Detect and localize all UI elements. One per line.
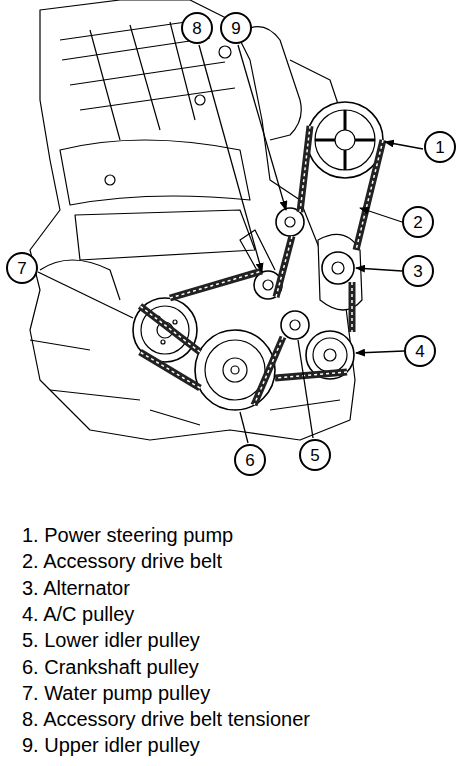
callout-circle: 7 <box>6 252 38 284</box>
part-legend-item: 2. Accessory drive belt <box>22 550 222 573</box>
callout-circle: 4 <box>404 335 436 367</box>
callout-number: 2 <box>413 214 422 231</box>
callout-circle: 2 <box>402 206 434 238</box>
part-legend-item: 8. Accessory drive belt tensioner <box>22 708 310 731</box>
part-legend-item: 7. Water pump pulley <box>22 682 210 705</box>
part-legend-item: 1. Power steering pump <box>22 524 233 547</box>
callout-number: 8 <box>192 20 201 37</box>
callout-number: 6 <box>245 452 254 469</box>
part-legend-item: 5. Lower idler pulley <box>22 629 200 652</box>
callout-number: 3 <box>413 263 422 280</box>
callout-number: 5 <box>310 447 319 464</box>
callout-circle: 6 <box>234 444 266 476</box>
callout-circle: 9 <box>220 12 252 44</box>
part-legend-item: 4. A/C pulley <box>22 603 134 626</box>
callout-circle: 3 <box>402 255 434 287</box>
part-legend-item: 6. Crankshaft pulley <box>22 656 199 679</box>
callout-number: 7 <box>17 260 26 277</box>
callout-number: 1 <box>435 139 444 156</box>
callout-circle: 8 <box>181 12 213 44</box>
callout-number: 4 <box>415 343 424 360</box>
callout-number: 9 <box>231 20 240 37</box>
callout-circle: 5 <box>299 439 331 471</box>
part-legend-item: 3. Alternator <box>22 577 130 600</box>
callout-circle: 1 <box>424 131 456 163</box>
part-legend-item: 9. Upper idler pulley <box>22 734 200 757</box>
